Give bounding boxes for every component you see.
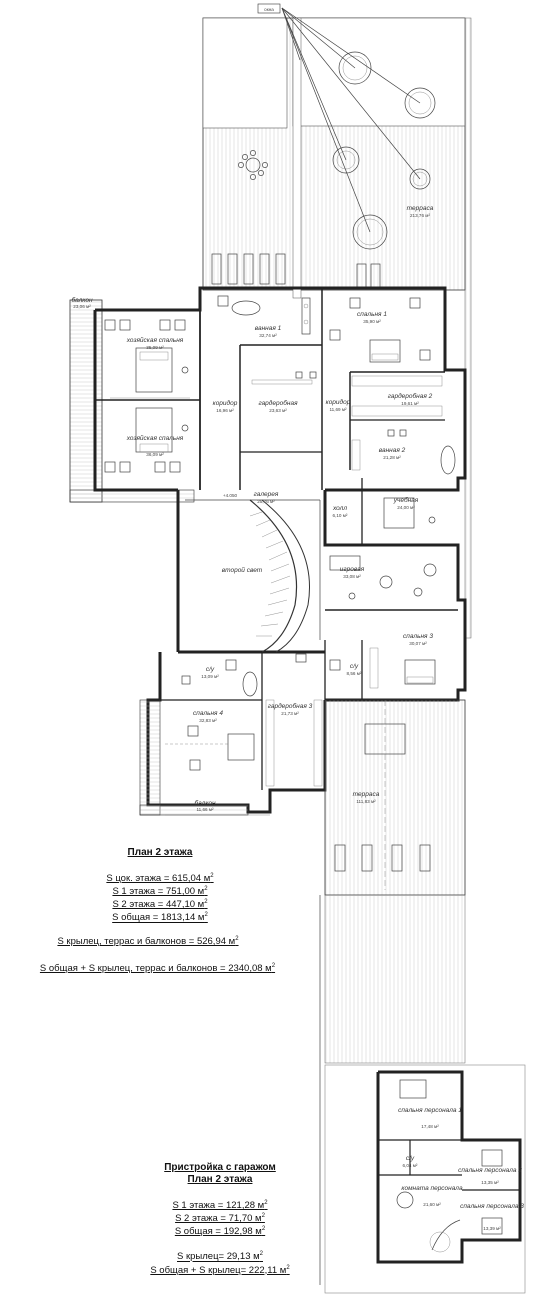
room-area: 23,06 м² <box>73 304 91 309</box>
room-area: 13,39 м² <box>483 1226 501 1231</box>
terrace-table-icon <box>238 150 268 180</box>
room-name: балкон <box>194 799 216 807</box>
room-area: 213,76 м² <box>410 213 430 218</box>
garage-title: Пристройка с гаражом <box>164 1162 276 1173</box>
summary-line: S цок. этажа = 615,04 м <box>106 873 211 885</box>
room-name: с/у <box>406 1155 415 1162</box>
room-area: 111,83 м² <box>356 799 376 804</box>
garage-line: S общая = 192,98 м <box>174 1226 262 1238</box>
room-area: 21,60 м² <box>423 1202 441 1207</box>
lounger-icon <box>211 253 381 289</box>
balcony-left <box>69 299 103 503</box>
room-name: ванная 1 <box>255 325 282 332</box>
room-area: 17,48 м² <box>421 1124 439 1129</box>
summary-title: План 2 этажа <box>127 847 193 858</box>
room-name: хозяйская спальня <box>126 434 184 442</box>
room-name: спальня персонала 2 <box>458 1167 522 1174</box>
garage-subtitle: План 2 этажа <box>187 1174 253 1185</box>
garage-total-line: S общая + S крылец= 222,11 м <box>150 1264 287 1276</box>
room-name: учебная <box>393 496 419 504</box>
master-bed-furniture <box>104 319 190 473</box>
room-area: 8,56 м² <box>347 671 362 676</box>
room-name: балкон <box>71 296 93 304</box>
main-floor-summary: План 2 этажа S цок. этажа = 615,04 м2 S … <box>95 847 225 924</box>
level-mark: +4.050 <box>223 493 238 498</box>
room-name: коридор <box>213 399 238 407</box>
room-area: 36,09 м² <box>146 452 164 457</box>
room-area: 21,28 м² <box>383 455 401 460</box>
study-playroom-furniture <box>329 497 437 600</box>
garage-porch-line: S крылец= 29,13 м <box>177 1251 260 1263</box>
porches-summary: S крылец, террас и балконов = 526,94 м2 <box>57 936 239 948</box>
room-area: 21,73 м² <box>281 711 299 716</box>
bedroom-1-furniture <box>329 297 431 363</box>
room-name: с/у <box>206 666 215 673</box>
interior-walls <box>95 288 458 790</box>
room-name: с/у <box>350 663 359 670</box>
room-name: игровая <box>340 566 365 573</box>
room-area: 35,90 м² <box>363 319 381 324</box>
room-area: 19,61 м² <box>401 401 419 406</box>
room-name: комната персонала <box>401 1185 463 1192</box>
skylight-icon <box>332 51 436 250</box>
room-name: терраса <box>407 205 434 212</box>
room-area: 6,04 м² <box>403 1163 418 1168</box>
room-area: 32,83 м² <box>199 718 217 723</box>
garage-line: S 2 этажа = 71,70 м <box>175 1213 262 1225</box>
windows-callout <box>257 3 421 233</box>
room-name: спальня 4 <box>193 710 223 717</box>
room-name: коридор <box>326 398 351 406</box>
bedroom-4-furniture <box>165 653 323 787</box>
wardrobe-2-bath-2-fixtures <box>351 375 456 475</box>
summary-line: S 2 этажа = 447,10 м <box>112 899 205 911</box>
main-building-walls <box>93 286 467 814</box>
room-name: второй свет <box>222 566 263 574</box>
room-area: 24,00 м² <box>397 505 415 510</box>
room-area: 13,09 м² <box>201 674 219 679</box>
summary-line: S общая = 1813,14 м <box>112 912 205 924</box>
porches-line: S крылец, террас и балконов = 526,94 м <box>57 936 236 948</box>
room-name: спальня персонала 3 <box>460 1203 524 1210</box>
room-area: 23,63 м² <box>269 408 287 413</box>
room-area: 32,74 м² <box>259 333 277 338</box>
bedroom-3-furniture <box>329 647 436 689</box>
garage-line: S 1 этажа = 121,28 м <box>172 1200 265 1212</box>
room-area: 11,69 м² <box>329 407 347 412</box>
room-area: 25,76 м² <box>257 499 275 504</box>
total-summary: S общая + S крылец, террас и балконов = … <box>39 963 276 975</box>
room-name: спальня персонала 1 <box>398 1107 462 1114</box>
bath-1-fixtures <box>217 295 317 385</box>
room-area: 13,35 м² <box>481 1180 499 1185</box>
summary-line: S 1 этажа = 751,00 м <box>112 886 205 898</box>
room-name: ванная 2 <box>379 447 406 454</box>
room-name: гардеробная 2 <box>388 392 433 400</box>
room-area: 16,96 м² <box>216 408 234 413</box>
room-area: 6,10 м² <box>333 513 348 518</box>
room-name: галерея <box>254 491 279 498</box>
room-name: хозяйская спальня <box>126 336 184 344</box>
total-line: S общая + S крылец, террас и балконов = … <box>39 963 272 975</box>
room-name: гардеробная 3 <box>268 702 313 710</box>
room-area: 11,66 м² <box>196 807 214 812</box>
room-area: 33,08 м² <box>343 574 361 579</box>
garage-annex-walls <box>324 1064 526 1294</box>
terrace-top-area <box>202 3 466 299</box>
garage-summary: Пристройка с гаражом План 2 этажа S 1 эт… <box>150 1162 290 1276</box>
second-light-void <box>185 499 321 653</box>
terrace-right-strip <box>464 17 472 639</box>
room-area: 30,07 м² <box>409 641 427 646</box>
room-name: гардеробная <box>258 399 298 407</box>
room-area: 35,09 м² <box>146 345 164 350</box>
room-name: спальня 1 <box>357 311 387 318</box>
terrace-bottom-area <box>324 699 466 1064</box>
room-name: терраса <box>353 791 380 798</box>
room-name: спальня 3 <box>403 633 433 640</box>
room-name: холл <box>332 505 347 512</box>
tag-label: окна <box>264 7 274 12</box>
